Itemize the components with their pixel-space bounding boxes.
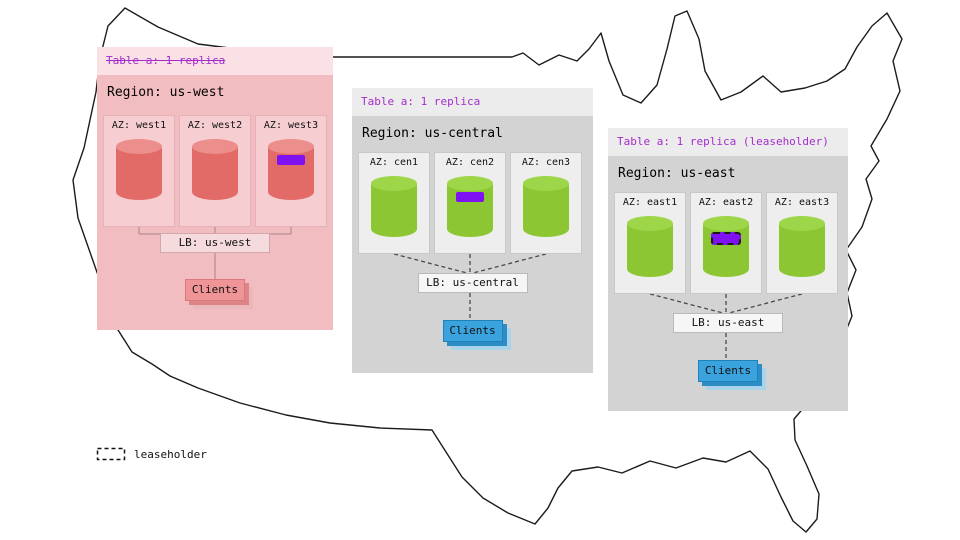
az-label: AZ: west3: [263, 120, 319, 131]
az-box-east3: AZ: east3: [766, 192, 838, 294]
region-panel-us-east: Table a: 1 replica (leaseholder) Region:…: [608, 128, 848, 411]
database-cylinder-icon: [116, 139, 162, 200]
az-box-west2: AZ: west2: [179, 115, 251, 227]
az-label: AZ: west1: [111, 120, 167, 131]
load-balancer-box: LB: us-east: [673, 313, 783, 333]
az-box-west3: AZ: west3: [255, 115, 327, 227]
region-title: Region: us-west: [107, 85, 225, 100]
region-panel-us-west: Table a: 1 replica Region: us-west AZ: w…: [97, 47, 333, 330]
region-title: Region: us-central: [362, 126, 503, 141]
az-label: AZ: cen2: [445, 157, 495, 168]
clients-box: Clients: [698, 360, 758, 382]
az-label: AZ: east3: [774, 197, 830, 208]
table-replica-header: Table a: 1 replica (leaseholder): [608, 128, 848, 156]
az-box-cen1: AZ: cen1: [358, 152, 430, 254]
az-label: AZ: east2: [698, 197, 754, 208]
database-cylinder-icon: [447, 176, 493, 237]
database-cylinder-icon: [779, 216, 825, 277]
table-replica-header: Table a: 1 replica: [97, 47, 333, 75]
az-box-cen3: AZ: cen3: [510, 152, 582, 254]
clients-box: Clients: [185, 279, 245, 301]
leaseholder-replica-chip: [711, 232, 741, 245]
az-label: AZ: cen1: [369, 157, 419, 168]
az-box-east1: AZ: east1: [614, 192, 686, 294]
load-balancer-box: LB: us-central: [417, 273, 528, 293]
database-cylinder-icon: [627, 216, 673, 277]
clients-box: Clients: [442, 320, 503, 342]
az-label: AZ: east1: [622, 197, 678, 208]
az-box-east2: AZ: east2: [690, 192, 762, 294]
table-label: Table a: 1 replica (leaseholder): [617, 135, 829, 148]
leaseholder-swatch-icon: [96, 447, 126, 461]
table-replica-header: Table a: 1 replica: [352, 88, 593, 116]
az-label: AZ: cen3: [521, 157, 571, 168]
table-label: Table a: 1 replica: [106, 54, 226, 67]
region-title: Region: us-east: [618, 166, 736, 181]
replica-chip: [456, 192, 484, 202]
database-cylinder-icon: [268, 139, 314, 200]
load-balancer-box: LB: us-west: [160, 233, 270, 253]
az-box-cen2: AZ: cen2: [434, 152, 506, 254]
legend: leaseholder: [96, 447, 207, 461]
replica-chip: [277, 155, 305, 165]
database-cylinder-icon: [703, 216, 749, 277]
database-cylinder-icon: [192, 139, 238, 200]
table-label: Table a: 1 replica: [361, 95, 481, 108]
database-cylinder-icon: [523, 176, 569, 237]
az-label: AZ: west2: [187, 120, 243, 131]
az-box-west1: AZ: west1: [103, 115, 175, 227]
region-panel-us-central: Table a: 1 replica Region: us-central AZ…: [352, 88, 593, 373]
legend-label: leaseholder: [134, 447, 207, 461]
database-cylinder-icon: [371, 176, 417, 237]
